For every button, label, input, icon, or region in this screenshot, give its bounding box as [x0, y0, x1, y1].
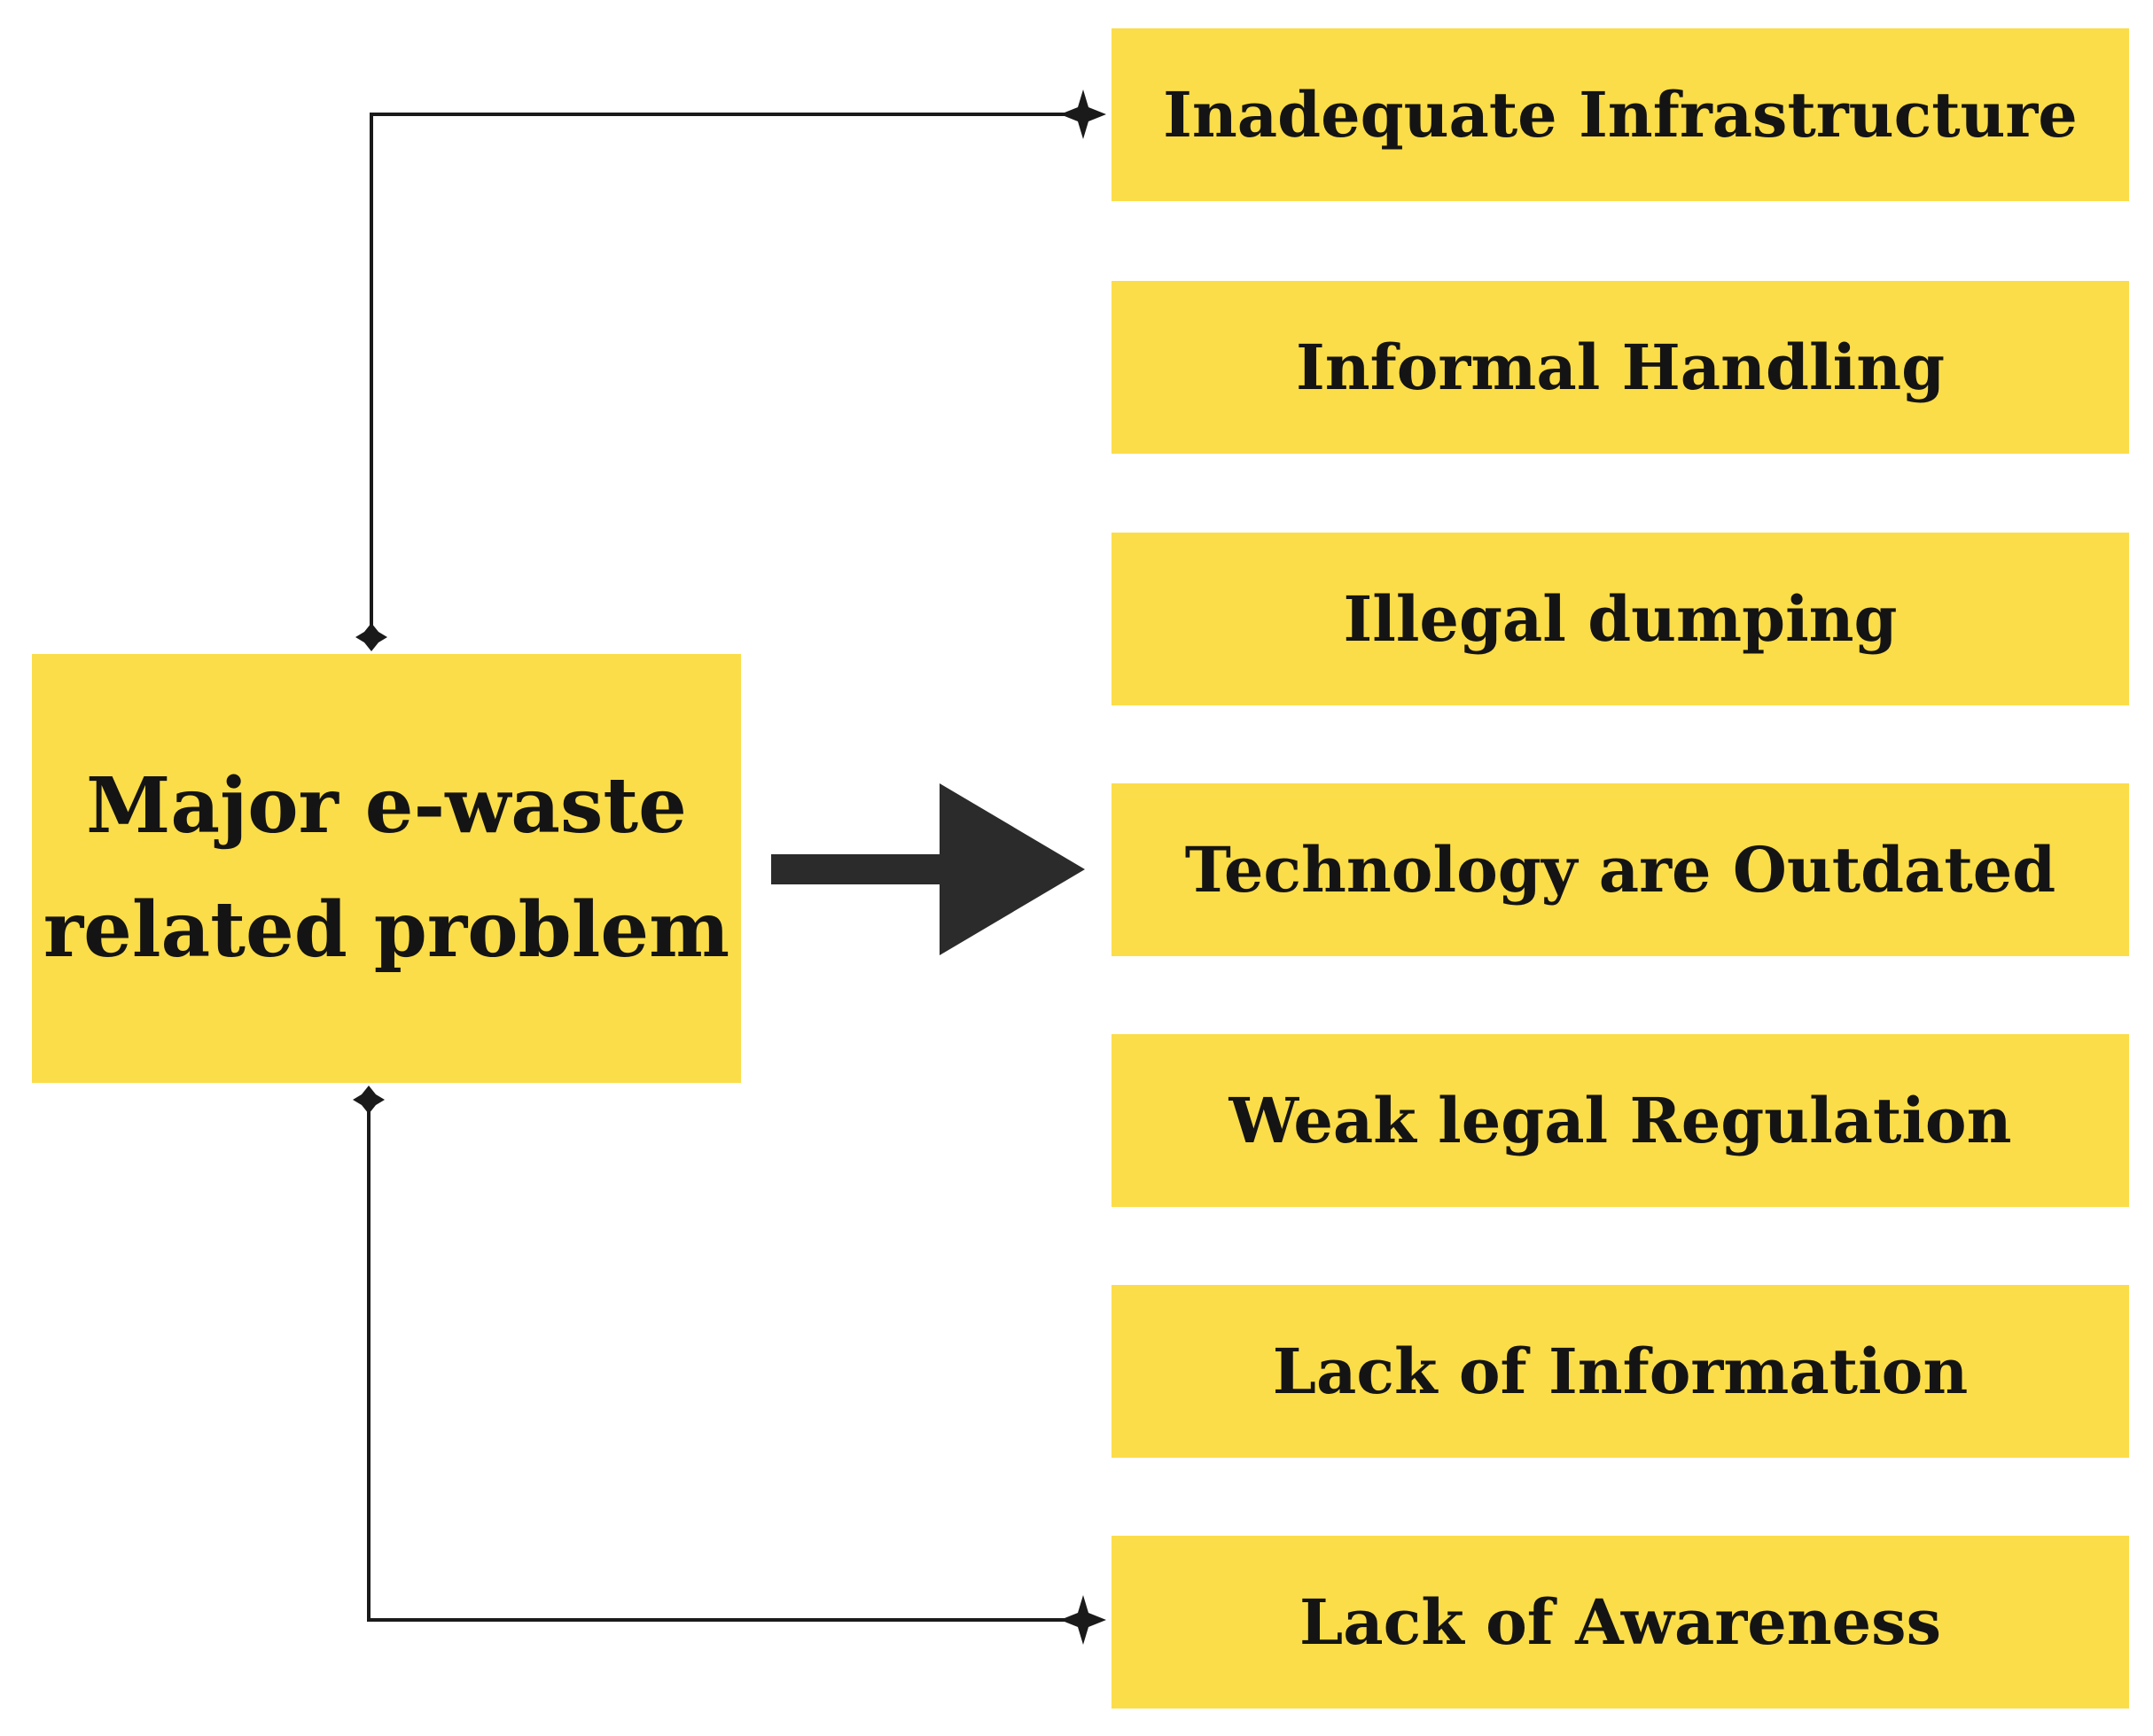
problem-label: Weak legal Regulation — [1229, 1084, 2012, 1157]
main-arrow-shaft — [771, 854, 944, 884]
top-connector-tail-star — [355, 623, 387, 651]
problem-label: Technology are Outdated — [1184, 833, 2056, 907]
problem-box-technology-outdated: Technology are Outdated — [1112, 783, 2129, 956]
problem-box-lack-of-information: Lack of Information — [1112, 1285, 2129, 1458]
bottom-connector-arrowhead — [1060, 1595, 1106, 1645]
problem-label: Lack of Information — [1272, 1335, 1969, 1408]
problem-label: Inadequate Infrastructure — [1163, 78, 2078, 152]
bottom-connector-line — [367, 1102, 1088, 1622]
top-connector-line — [370, 113, 1088, 635]
central-problem-box: Major e-waste related problem — [32, 654, 741, 1083]
problem-label: Lack of Awareness — [1299, 1585, 1941, 1659]
main-arrow-head — [940, 783, 1085, 955]
problem-box-weak-legal-regulation: Weak legal Regulation — [1112, 1034, 2129, 1207]
bottom-connector-tail-star — [353, 1086, 385, 1114]
problem-box-lack-of-awareness: Lack of Awareness — [1112, 1536, 2129, 1709]
central-problem-line-2: related problem — [43, 885, 730, 975]
problem-box-illegal-dumping: Illegal dumping — [1112, 533, 2129, 705]
problem-label: Informal Handling — [1295, 331, 1946, 404]
problem-box-inadequate-infrastructure: Inadequate Infrastructure — [1112, 28, 2129, 201]
problem-box-informal-handling: Informal Handling — [1112, 281, 2129, 454]
central-problem-line-1: Major e-waste — [86, 761, 687, 851]
top-connector-arrowhead — [1060, 90, 1106, 139]
problem-label: Illegal dumping — [1343, 582, 1898, 656]
